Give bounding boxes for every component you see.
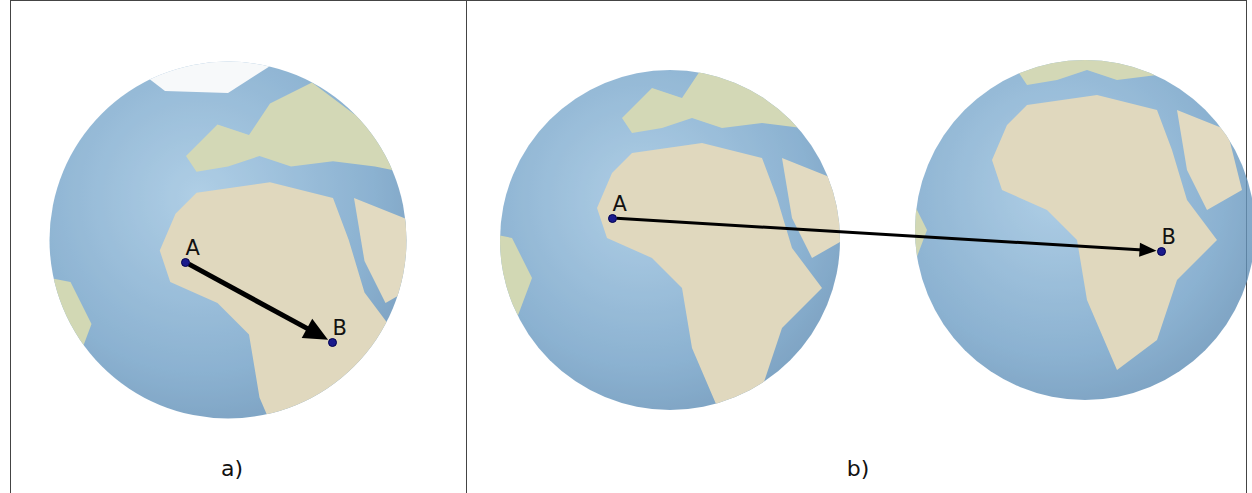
point-label: B: [333, 318, 347, 339]
arrow-shaft: [189, 264, 311, 331]
point-marker: A: [608, 214, 617, 223]
point-marker: A: [181, 258, 190, 267]
arrow-head: [1139, 243, 1156, 257]
point-label: A: [613, 194, 627, 215]
panel-label: a): [221, 458, 243, 480]
point-label: A: [186, 238, 200, 259]
arrow-shaft: [616, 218, 1142, 250]
arrow-connector: [616, 218, 1156, 256]
point-label: B: [1162, 227, 1176, 248]
arrow-head: [302, 319, 328, 340]
point-marker: B: [1157, 247, 1166, 256]
panel-label: b): [847, 458, 870, 480]
point-marker: B: [328, 338, 337, 347]
arrow-connector: [189, 264, 328, 340]
